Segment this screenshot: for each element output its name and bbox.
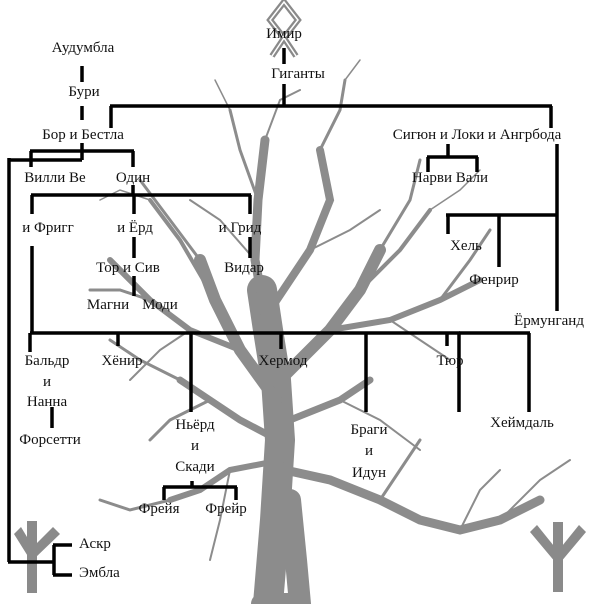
- node-njord-and: и: [190, 438, 200, 454]
- node-sigyun-loki-angrboda: Сигюн и Локи и Ангрбода: [392, 127, 562, 143]
- node-yormungand: Ёрмунганд: [514, 313, 584, 329]
- node-frigg: и Фригг: [22, 220, 74, 236]
- node-villi-ve: Вилли Ве: [24, 170, 86, 186]
- node-buri: Бури: [68, 84, 100, 100]
- tree-branch: [266, 146, 335, 314]
- node-bragi-and: и: [364, 443, 374, 459]
- node-forseti: Форсетти: [19, 432, 81, 448]
- node-modi: Моди: [142, 297, 178, 313]
- tree-branch: [250, 135, 273, 335]
- node-fenrir: Фенрир: [469, 272, 519, 288]
- node-hel: Хель: [450, 238, 482, 254]
- node-yord: и Ёрд: [117, 220, 153, 236]
- tree-branch: [280, 465, 545, 535]
- node-hyonir: Хёнир: [101, 353, 143, 369]
- tree-branch: [107, 257, 243, 353]
- node-vidar: Видар: [224, 260, 264, 276]
- node-bragi: Браги: [350, 422, 388, 438]
- node-baldr-and: и: [42, 374, 52, 390]
- node-imir: Имир: [266, 26, 302, 42]
- node-nanna: Нанна: [26, 394, 68, 410]
- node-embla: Эмбла: [79, 565, 120, 581]
- node-heimdall: Хеймдаль: [490, 415, 554, 431]
- tree-branch: [286, 376, 374, 424]
- node-askr: Аскр: [79, 536, 111, 552]
- tree-branch: [194, 254, 282, 406]
- tree-branch: [176, 376, 282, 444]
- othala-rune-icon: [266, 0, 302, 58]
- node-odin: Один: [115, 170, 151, 186]
- node-bor-bestla: Бор и Бестла: [42, 127, 124, 143]
- node-njord: Ньёрд: [175, 417, 215, 433]
- node-tyur: Тюр: [436, 353, 464, 369]
- node-giganty: Гиганты: [271, 66, 325, 82]
- node-freya: Фрейя: [138, 501, 180, 517]
- node-idun: Идун: [352, 465, 386, 481]
- node-freyr: Фрейр: [205, 501, 247, 517]
- algiz-rune-icon: [530, 522, 586, 592]
- node-skadi: Скади: [175, 459, 215, 475]
- node-hermod: Хермод: [258, 353, 308, 369]
- node-tor-siv: Тор и Сив: [96, 260, 160, 276]
- tree-branch: [167, 457, 285, 503]
- node-baldr: Бальдр: [24, 353, 70, 369]
- tree-branch: [327, 277, 483, 333]
- tree-trunk: [247, 275, 296, 604]
- node-audumbla: Аудумбла: [51, 40, 115, 56]
- node-magni: Магни: [86, 297, 130, 313]
- algiz-reversed-rune-icon: [14, 521, 60, 593]
- node-narvi-vali: Нарви Вали: [411, 170, 489, 186]
- tree-branch: [274, 244, 386, 386]
- node-grid: и Грид: [218, 220, 262, 236]
